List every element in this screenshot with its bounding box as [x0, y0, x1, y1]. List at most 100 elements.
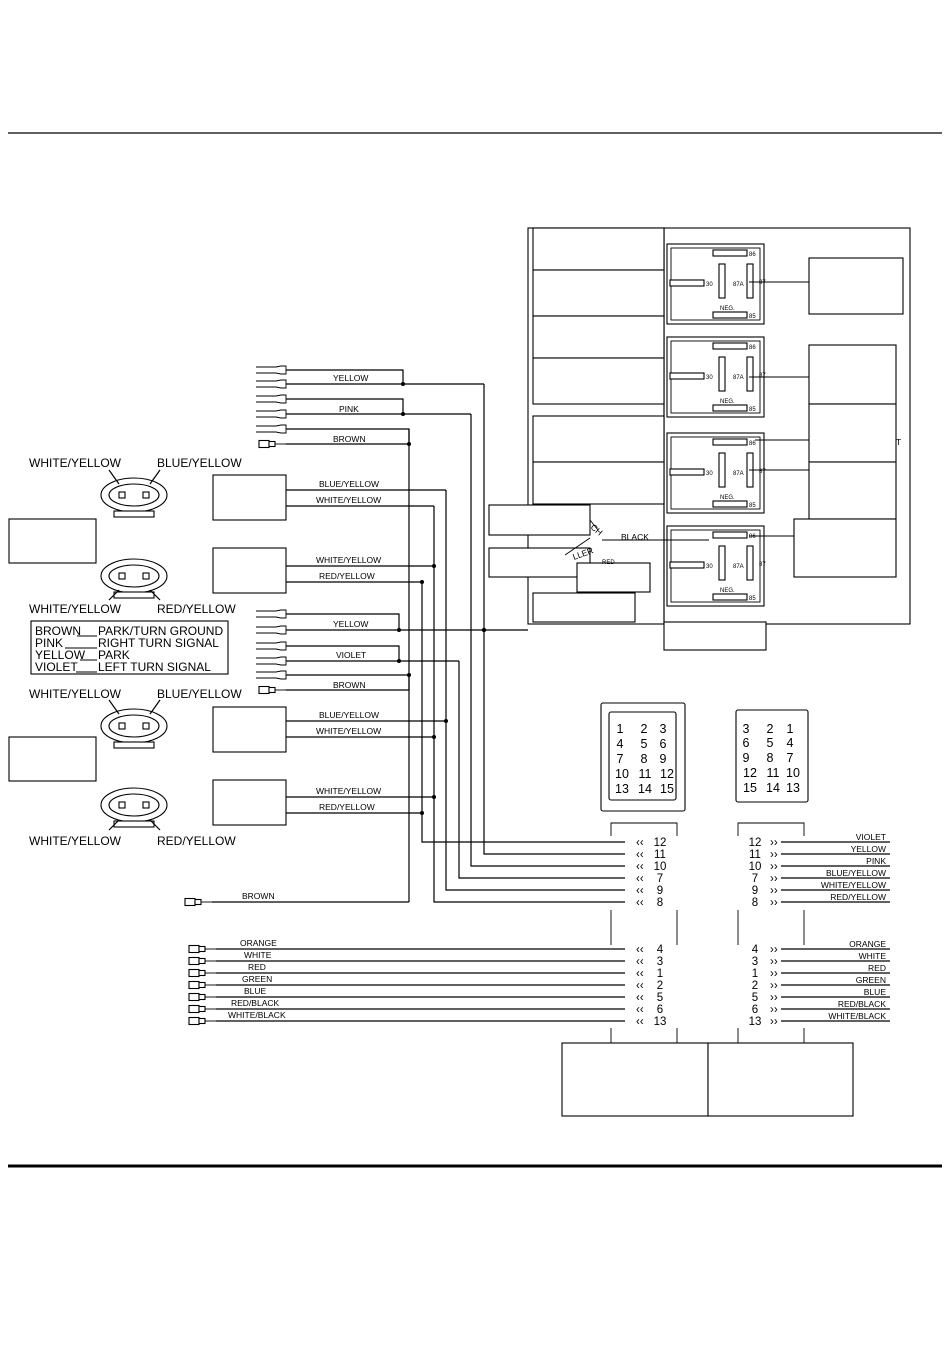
lamp-connector-3	[100, 699, 168, 749]
socket-terminal	[188, 944, 200, 954]
plug-terminal	[256, 379, 287, 389]
socket-terminal	[258, 439, 270, 449]
plug-terminal	[256, 409, 287, 419]
pin-right-6: 6	[752, 1004, 758, 1016]
socket-terminal	[188, 956, 200, 966]
relay-terminal-87	[746, 263, 754, 299]
socket-terminal	[268, 686, 276, 694]
face-right-pin-4: 4	[787, 736, 794, 750]
socket-terminal	[188, 1016, 200, 1026]
wire-yellow-tie-2	[286, 613, 400, 630]
legend-color-brown: BROWN	[35, 624, 81, 638]
pin-chevron-right: ››	[770, 897, 778, 909]
relay-label-86: 86	[749, 441, 756, 447]
pin-chevron-right: ››	[770, 944, 778, 956]
connector-housing-left-top	[610, 822, 678, 836]
lamp-pin	[142, 572, 150, 580]
legend-color-pink: PINK	[35, 636, 63, 650]
lamp-tab	[113, 820, 155, 828]
pin-chevron-left: ‹‹	[636, 968, 644, 980]
pin-chevron-right: ››	[770, 885, 778, 897]
pin-chevron-right: ››	[770, 861, 778, 873]
relay-terminal-30	[669, 279, 705, 287]
lamp1-label-right: BLUE/YELLOW	[157, 456, 242, 470]
label-right-upper-6: RED/YELLOW	[830, 892, 886, 902]
lamp-lead	[149, 819, 161, 831]
label-right-upper-3: PINK	[866, 856, 886, 866]
face-left-pin-9: 9	[660, 752, 667, 766]
pin-left-7: 7	[657, 873, 663, 885]
lamp1-label-left: WHITE/YELLOW	[29, 456, 122, 470]
pin-left-3: 3	[657, 956, 663, 968]
face-left-pin-14: 14	[638, 782, 652, 796]
relay-terminal-85	[712, 593, 748, 601]
lamp-lead	[108, 589, 120, 601]
connector-housing-left-bottom	[610, 1028, 678, 1044]
color-legend: BROWN PARK/TURN GROUND PINK RIGHT TURN S…	[30, 620, 229, 675]
face-left-pin-7: 7	[617, 752, 624, 766]
trunk-pink	[470, 414, 625, 867]
socket-terminal	[194, 898, 202, 906]
relay-terminal-86	[712, 531, 748, 539]
face-right-pin-1: 1	[787, 722, 794, 736]
face-left-pin-13: 13	[615, 782, 629, 796]
lamp3-label-right: BLUE/YELLOW	[157, 687, 242, 701]
socket-terminal	[258, 685, 270, 695]
relay-label-85: 85	[749, 596, 756, 602]
pin-chevron-left: ‹‹	[636, 849, 644, 861]
relay-terminal-85	[712, 404, 748, 412]
pin-chevron-left: ‹‹	[636, 944, 644, 956]
relay-terminal-85	[712, 311, 748, 319]
relay-label-87a: 87A	[733, 471, 744, 477]
pin-left-2: 2	[657, 980, 663, 992]
face-left-pin-4: 4	[617, 737, 624, 751]
label-white-yellow-4: WHITE/YELLOW	[316, 786, 381, 796]
plug-terminal	[256, 641, 287, 651]
pin-right-4: 4	[752, 944, 759, 956]
splice-dot	[397, 659, 401, 663]
pin-left-13: 13	[654, 1016, 667, 1028]
plug-terminal	[256, 609, 287, 619]
socket-terminal	[188, 1004, 200, 1014]
pin-chevron-left: ‹‹	[636, 885, 644, 897]
face-right-pin-11: 11	[767, 766, 780, 780]
lamp4-label-right: RED/YELLOW	[157, 834, 236, 848]
pin-right-5: 5	[752, 992, 758, 1004]
label-yellow-lower: YELLOW	[333, 619, 368, 629]
lamp-lead	[149, 469, 161, 485]
pin-right-7: 7	[752, 873, 758, 885]
label-right-upper-5: WHITE/YELLOW	[821, 880, 886, 890]
face-right-pin-13: 13	[786, 781, 800, 795]
relay-terminal-30	[669, 561, 705, 569]
relay-label-neg: NEG.	[720, 399, 735, 405]
label-right-lower-2: WHITE	[859, 951, 887, 961]
socket-terminal	[198, 1017, 206, 1025]
lamp-lead	[149, 589, 161, 601]
legend-function-pink: RIGHT TURN SIGNAL	[98, 636, 219, 650]
relay-label-86: 86	[749, 252, 756, 258]
relay-terminal-86	[712, 438, 748, 446]
side-box-upper	[8, 518, 97, 564]
face-left-pin-8: 8	[641, 752, 648, 766]
lamp-socket-inner	[108, 483, 160, 507]
relay-label-87: 87	[759, 280, 766, 286]
face-left-pin-1: 1	[617, 722, 624, 736]
label-right-lower-4: GREEN	[856, 975, 886, 985]
face-right-pin-8: 8	[767, 751, 774, 765]
lamp-connectors: WHITE/YELLOW BLUE/YELLOW WHITE/YELLOW RED/Y…	[29, 456, 242, 848]
lamp2-label-left: WHITE/YELLOW	[29, 602, 122, 616]
relay-label-87: 87	[759, 562, 766, 568]
pin-chevron-left: ‹‹	[636, 873, 644, 885]
lamp3-label-left: WHITE/YELLOW	[29, 687, 122, 701]
face-right-pin-2: 2	[767, 722, 774, 736]
trunk-violet	[458, 661, 625, 879]
lamp-pin	[142, 491, 150, 499]
face-right-pin-12: 12	[743, 766, 757, 780]
label-power-2: WHITE	[244, 950, 272, 960]
lamp-harness: YELLOWPINKBROWNBLUE/YELLOWWHITE/YELLOWWH…	[184, 365, 625, 1026]
label-power-3: RED	[248, 962, 266, 972]
